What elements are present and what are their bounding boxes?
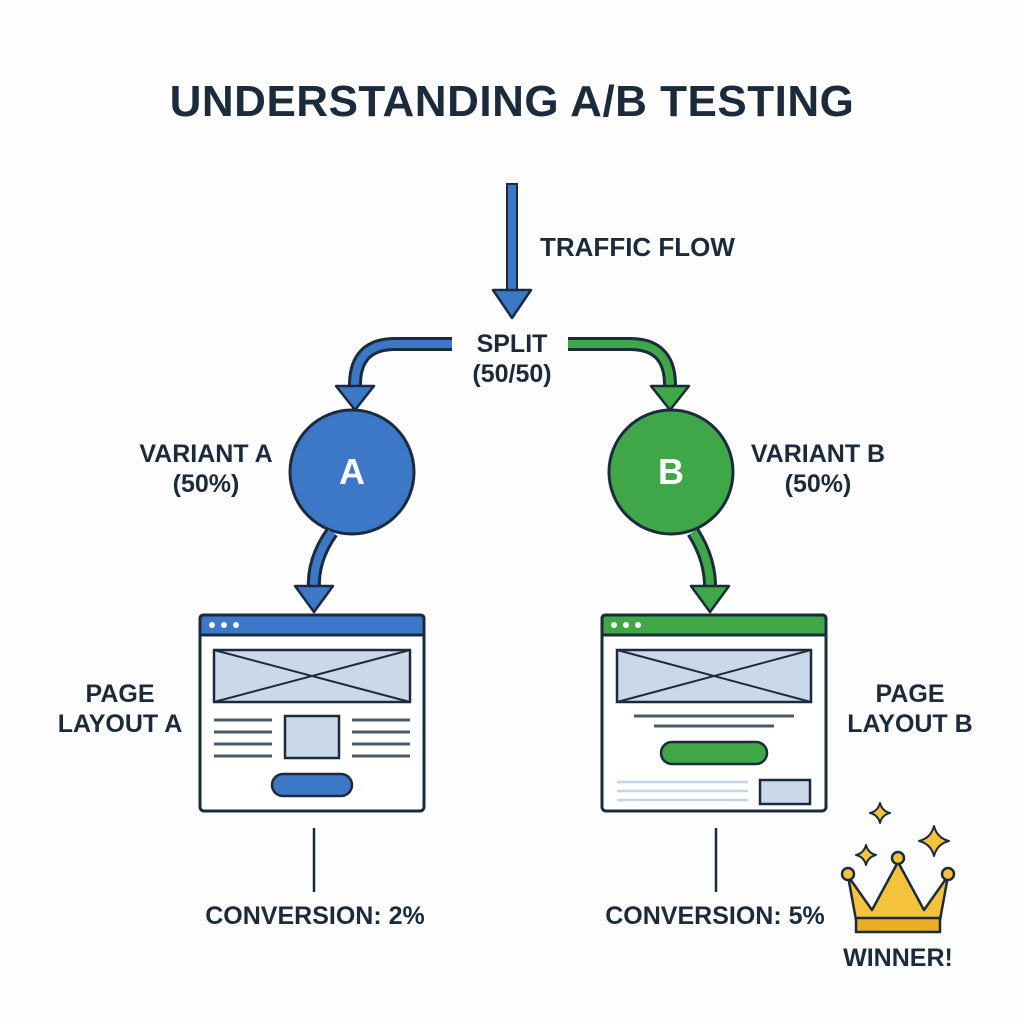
variant-b-letter: B [658, 451, 684, 492]
page-layout-b-label: PAGE LAYOUT B [830, 680, 990, 739]
winner-label: WINNER! [843, 944, 953, 972]
page-layout-a-label: PAGE LAYOUT A [40, 680, 200, 739]
variant-b-label-line2: (50%) [784, 469, 852, 498]
split-label-line2: (50/50) [472, 359, 552, 388]
variant-a-circle [288, 408, 416, 536]
page-layout-b-line2: LAYOUT B [847, 709, 973, 738]
page-title: UNDERSTANDING A/B TESTING [169, 77, 855, 126]
crown-icon [840, 850, 956, 934]
page-layout-a-line2: LAYOUT A [57, 709, 183, 738]
page-layout-b-wireframe [600, 613, 828, 813]
split-label-line1: SPLIT [476, 330, 548, 358]
variant-a-label-line1: VARIANT A [139, 440, 273, 468]
variant-a-letter: A [339, 451, 365, 492]
page-layout-b-line1: PAGE [875, 680, 945, 708]
variant-b-label: VARIANT B (50%) [730, 440, 906, 499]
arrow-a-to-layout [293, 527, 338, 614]
sparkle-icon [855, 802, 950, 866]
variant-b-circle [607, 408, 735, 536]
split-arrow-a [334, 337, 452, 412]
split-label: SPLIT (50/50) [452, 330, 572, 389]
page-layout-a-line1: PAGE [85, 680, 155, 708]
arrow-b-to-layout [687, 528, 731, 614]
conversion-a-label: CONVERSION: 2% [205, 902, 425, 930]
variant-a-label-line2: (50%) [172, 469, 240, 498]
conversion-b-label: CONVERSION: 5% [605, 902, 825, 930]
traffic-flow-arrow [491, 183, 533, 320]
variant-b-label-line1: VARIANT B [750, 440, 886, 468]
split-arrow-b [568, 337, 691, 412]
traffic-flow-label: TRAFFIC FLOW [540, 232, 735, 262]
page-layout-a-wireframe [198, 613, 426, 813]
variant-a-label: VARIANT A (50%) [118, 440, 294, 499]
